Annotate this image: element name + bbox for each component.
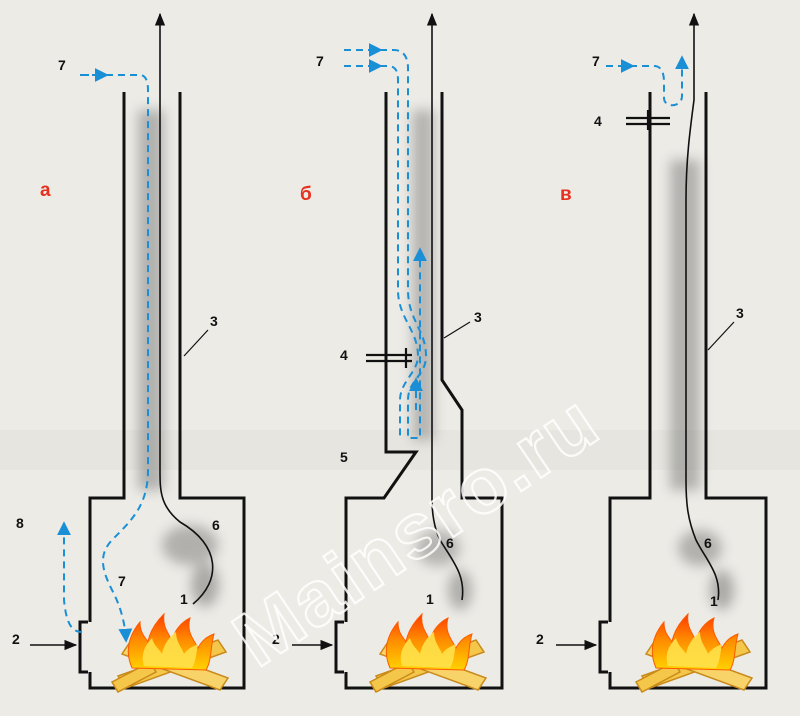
leader-3-b bbox=[443, 321, 471, 339]
label-4-c: 4 bbox=[594, 113, 602, 129]
background-band bbox=[0, 430, 800, 470]
panel-label-a: а bbox=[40, 180, 51, 201]
smoke-b bbox=[412, 110, 472, 610]
hot-gas-path-c bbox=[685, 12, 720, 601]
label-7-c: 7 bbox=[592, 53, 600, 69]
panel-b: б 7 3 4 5 6 1 2 bbox=[272, 12, 504, 693]
label-1-c: 1 bbox=[710, 593, 718, 609]
hot-gas-path-a bbox=[154, 12, 214, 605]
label-6-c: 6 bbox=[704, 535, 712, 551]
door-c bbox=[598, 620, 614, 674]
door-a bbox=[78, 620, 94, 674]
label-7-top-a: 7 bbox=[58, 57, 66, 73]
panel-a: а 7 3 6 8 7 1 2 bbox=[12, 12, 246, 693]
stove-chimney-outline-c bbox=[608, 92, 768, 690]
label-4-b: 4 bbox=[340, 347, 348, 363]
panel-label-c: в bbox=[560, 184, 572, 205]
damper-c bbox=[626, 110, 670, 130]
smoke-c bbox=[670, 160, 734, 610]
label-2-b: 2 bbox=[272, 631, 280, 647]
cold-air-path-b-2 bbox=[344, 65, 420, 438]
label-2-a: 2 bbox=[12, 631, 20, 647]
label-1-a: 1 bbox=[180, 591, 188, 607]
cold-air-path-c bbox=[606, 55, 689, 107]
air-escape-a bbox=[57, 521, 83, 633]
panel-label-b: б bbox=[300, 184, 312, 205]
leader-3-a bbox=[183, 329, 209, 357]
label-3-c: 3 bbox=[736, 305, 744, 321]
cold-air-path-a bbox=[82, 74, 149, 643]
label-7-b: 7 bbox=[316, 53, 324, 69]
label-6-b: 6 bbox=[446, 535, 454, 551]
damper-b bbox=[366, 348, 412, 368]
door-b bbox=[334, 620, 350, 674]
label-1-b: 1 bbox=[426, 591, 434, 607]
label-7-low-a: 7 bbox=[118, 573, 126, 589]
label-2-c: 2 bbox=[536, 631, 544, 647]
label-6-a: 6 bbox=[212, 517, 220, 533]
hot-gas-path-b bbox=[426, 12, 464, 601]
label-8-a: 8 bbox=[16, 515, 24, 531]
panel-c: в 7 4 3 6 1 2 bbox=[536, 12, 768, 693]
label-5-b: 5 bbox=[340, 449, 348, 465]
leader-3-c bbox=[707, 321, 735, 351]
label-3-b: 3 bbox=[474, 309, 482, 325]
label-3-a: 3 bbox=[210, 313, 218, 329]
stove-chimney-outline-b bbox=[344, 92, 504, 690]
stove-chimney-outline-a bbox=[88, 92, 246, 690]
